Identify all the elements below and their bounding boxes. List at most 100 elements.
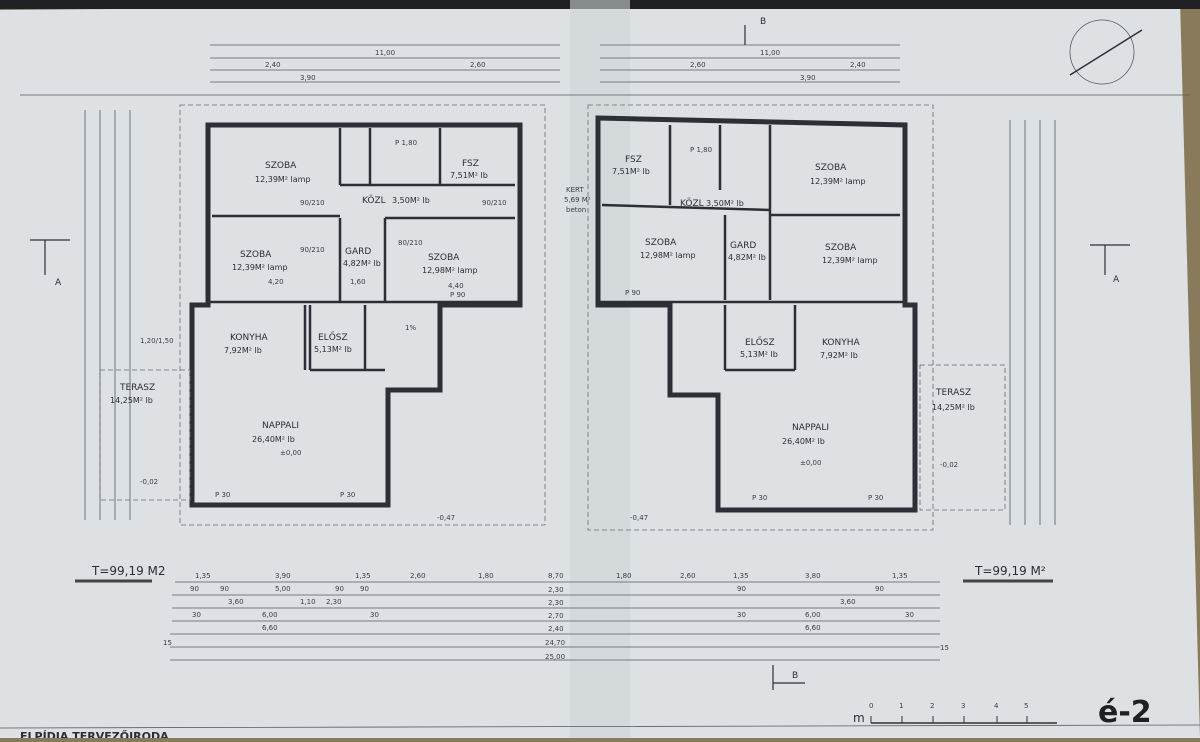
room-name: SZOBA [265,161,297,171]
right-room-elosz: ELŐSZ 5,13M² lb [740,337,778,359]
room-area: 3,50M² lb [706,199,744,208]
dim-label: 25,00 [545,653,565,661]
dim-label: 2,40 [548,625,564,633]
right-room-nappali: NAPPALI 26,40M² lb ±0,00 [782,423,829,467]
paper-fold [570,0,630,738]
room-area: 12,39M² lamp [822,256,878,265]
room-area: 14,25M² lb [932,403,975,412]
left-room-gard: GARD 4,82M² lb [343,247,381,268]
side-dimension-lines [84,110,1056,525]
kert-label: KERT [566,186,584,194]
room-area: 5,13M² lb [314,345,352,354]
dim-label: 1,80 [616,572,632,580]
north-arrow-icon [1069,19,1143,85]
room-width-label: 4,20 [268,278,284,286]
dim-label: 2,30 [548,586,564,594]
scale-bar: m 0 1 2 3 4 5 [853,702,1057,725]
bottom-left-dimensions: 1,35 3,90 1,35 90 90 5,00 90 90 3,60 1,1… [163,572,379,647]
room-name: KONYHA [230,333,268,343]
dim-label: 2,60 [680,572,696,580]
left-room-kozl: KÖZL 3,50M² lb [362,195,430,206]
window-label: P 30 [340,491,355,499]
dim-label: 6,00 [262,611,278,619]
door-size-label: 90/210 [300,246,325,254]
dim-label: 2,70 [548,612,564,620]
section-mark-b-bottom: B [772,665,805,690]
section-mark-a-left: A [30,239,70,288]
room-area: 7,92M² lb [820,351,858,360]
room-area: 12,98M² lamp [640,251,696,260]
room-area: 26,40M² lb [252,435,295,444]
dim-label: 3,90 [275,572,291,580]
door-size-label: 90/210 [300,199,325,207]
scale-unit: m [853,711,865,725]
room-area: 4,82M² lb [343,259,381,268]
window-label: P 90 [450,291,465,299]
section-label: A [55,278,62,288]
room-width-label: 1,60 [350,278,366,286]
scale-tick: 1 [899,702,903,710]
dim-label: 2,40 [265,61,281,69]
dim-label: 2,30 [548,599,564,607]
left-unit-walls [189,122,523,508]
room-area: 3,50M² lb [392,196,430,205]
window-label: P 1,80 [690,146,712,154]
window-label: P 1,80 [395,139,417,147]
room-name: SZOBA [825,243,857,253]
dim-label: 90 [875,585,884,593]
sheet-id: é-2 [1098,695,1152,730]
dim-label: 6,60 [262,624,278,632]
dim-label: 90 [190,585,199,593]
dim-label: 2,60 [410,572,426,580]
left-room-elosz: ELŐSZ 5,13M² lb [314,332,352,354]
scale-tick: 4 [994,702,999,710]
left-room-fsz: FSZ 7,51M² lb [450,159,488,180]
dim-label: 2,30 [326,598,342,606]
dim-label: 8,70 [548,572,564,580]
scale-tick: 3 [961,702,965,710]
right-room-szoba-2: SZOBA 12,39M² lamp [822,243,878,265]
room-name: GARD [730,241,756,251]
section-label: A [1113,275,1120,285]
dim-label: 6,60 [805,624,821,632]
dim-label: 1,35 [892,572,908,580]
window-size-label: 1,20/1,50 [140,337,174,345]
right-room-terasz: TERASZ 14,25M² lb [932,388,975,412]
room-name: FSZ [462,159,479,169]
room-name: KONYHA [822,338,860,348]
dim-label: 1,35 [195,572,211,580]
right-room-kozl: KÖZL 3,50M² lb [680,198,744,209]
room-name: FSZ [625,155,642,165]
dim-label: 2,60 [690,61,706,69]
dim-label: 90 [335,585,344,593]
scale-tick: 0 [869,702,873,710]
door-size-label: 80/210 [398,239,423,247]
dim-label: 90 [360,585,369,593]
dim-label: 5,00 [275,585,291,593]
bottom-dimension-lines [170,581,940,661]
room-area: 12,39M² lamp [255,175,311,184]
room-area: 5,13M² lb [740,350,778,359]
dim-label: 24,70 [545,639,565,647]
plinth-outline-left [179,104,546,526]
dim-label: 30 [370,611,379,619]
left-room-szoba-1: SZOBA 12,39M² lamp [255,161,311,184]
room-name: SZOBA [428,253,460,263]
dim-label: 1,35 [733,572,749,580]
title-block-line [0,724,1200,729]
room-area: 7,51M² lb [450,171,488,180]
room-name: NAPPALI [792,423,829,433]
dim-label: 2,40 [850,61,866,69]
dim-label: 3,90 [300,74,316,82]
door-size-label: 90/210 [482,199,507,207]
section-label: B [760,17,766,27]
title-block-text: ELPÍDIA TERVEZŐIRODA [20,729,169,738]
terrace-outline-right [919,364,1006,511]
right-room-konyha: KONYHA 7,92M² lb [820,338,860,360]
level-marker: -0,02 [940,461,958,469]
left-room-szoba-2: SZOBA 12,39M² lamp [232,250,288,272]
left-room-szoba-3: SZOBA 12,98M² lamp [422,253,478,275]
left-room-terasz: TERASZ 14,25M² lb [110,383,155,405]
dim-label: 15 [163,639,172,647]
total-area-right: T=99,19 M² [963,564,1053,583]
